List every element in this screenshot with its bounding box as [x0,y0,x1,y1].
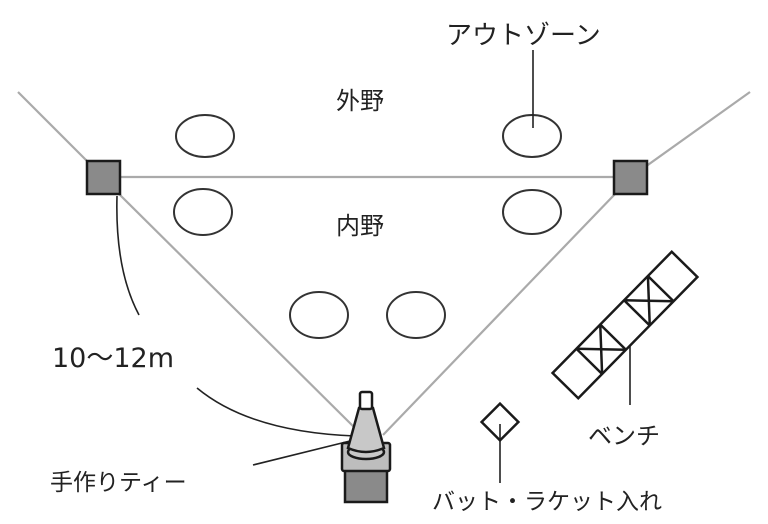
left-infield-line [117,192,363,436]
leader-lines [116,50,631,483]
distance-arc-bottom [196,387,356,437]
bat-racket-holder-label: バット・ラケット入れ [432,489,662,515]
handmade-tee-label: 手作りティー [50,470,187,496]
distance-arc-top [116,195,140,316]
bench-icon [550,249,700,401]
tee-cone [346,406,386,454]
player-positions [173,114,562,339]
bat-racket-holder-icon [479,401,521,443]
tee-stand-base [343,466,389,504]
field-lines [17,91,751,436]
right-infield-line [382,192,617,436]
right-foul-line-outer [630,91,751,178]
out-zone-label: アウトゾーン [446,21,601,51]
outfield-label: 外野 [336,87,384,115]
distance-label: 10～12m [52,343,174,374]
player-position [289,291,349,339]
bench-label: ベンチ [588,422,660,450]
left-base [85,159,122,196]
tee-leader [252,440,351,466]
player-position [502,189,562,235]
player-position [386,291,446,339]
right-base [612,159,649,196]
infield-label: 内野 [336,212,384,240]
tee-icon [340,390,392,504]
player-position [175,114,235,158]
player-position [502,114,562,158]
player-position [173,188,233,236]
tee-cap [358,390,374,411]
